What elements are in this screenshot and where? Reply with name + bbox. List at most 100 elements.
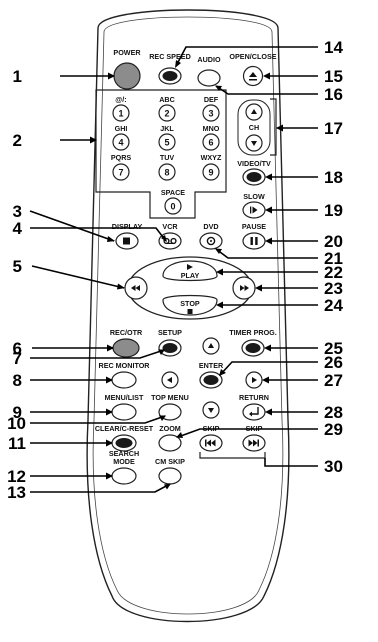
stop-label: STOP: [180, 299, 200, 308]
triangle-down-icon: [208, 408, 214, 413]
callout-12: 12: [7, 467, 26, 486]
space-label: SPACE: [161, 188, 185, 197]
play-button[interactable]: PLAY: [162, 260, 218, 282]
video-tv-label: VIDEO/TV: [237, 159, 271, 168]
key-4-digit: 4: [118, 138, 123, 148]
key-2-button[interactable]: 2: [158, 104, 176, 122]
callout-6: 6: [13, 339, 22, 358]
setup-button[interactable]: [158, 339, 182, 357]
key7-sublabel: PQRS: [111, 153, 132, 162]
disc-icon: [206, 236, 216, 246]
open-close-button[interactable]: [242, 65, 264, 87]
key1-sublabel: @/:: [115, 95, 126, 104]
cursor-down-button[interactable]: [202, 401, 220, 419]
triangle-up-icon: [208, 343, 214, 348]
display-button[interactable]: [115, 232, 139, 250]
cm-skip-label: CM SKIP: [155, 457, 185, 466]
video-tv-button[interactable]: [242, 168, 266, 186]
skip-bracket: [199, 452, 266, 459]
rec-speed-label: REC SPEED: [149, 52, 191, 61]
menu-list-button[interactable]: [111, 403, 137, 421]
fast-forward-icon: [240, 285, 249, 291]
callout-25: 25: [324, 339, 343, 358]
ch-up-button[interactable]: [245, 103, 263, 121]
callout-20: 20: [324, 232, 343, 251]
play-icon: [187, 264, 193, 270]
skip-back-icon: [205, 439, 216, 447]
key-9-button[interactable]: 9: [202, 163, 220, 181]
timer-prog-label: TIMER PROG.: [229, 328, 277, 337]
key4-sublabel: GHI: [115, 124, 128, 133]
callout-7: 7: [13, 349, 22, 368]
callout-4: 4: [13, 219, 23, 238]
play-label: PLAY: [181, 271, 200, 280]
key-1-button[interactable]: 1: [112, 104, 130, 122]
key-6-button[interactable]: 6: [202, 133, 220, 151]
callout-24: 24: [324, 296, 343, 315]
callout-17: 17: [324, 119, 343, 138]
callout-11: 11: [8, 434, 26, 453]
stop-button[interactable]: STOP: [162, 294, 218, 316]
key-0-button[interactable]: 0: [164, 197, 182, 215]
callout-22: 22: [324, 263, 343, 282]
power-button[interactable]: [113, 62, 141, 90]
dvd-button[interactable]: [199, 232, 223, 250]
rec-speed-button[interactable]: [158, 67, 182, 85]
key2-sublabel: ABC: [159, 95, 175, 104]
key8-sublabel: TUV: [160, 153, 175, 162]
skip-back-button[interactable]: [199, 434, 223, 452]
search-mode-label-1: SEARCH: [109, 449, 139, 458]
skip-forward-button[interactable]: [242, 434, 266, 452]
callout-8: 8: [13, 371, 22, 390]
eject-icon: [249, 72, 257, 81]
slow-button[interactable]: [242, 201, 266, 219]
clear-reset-button[interactable]: [111, 434, 137, 452]
right-arrowheads: [175, 60, 283, 438]
open-close-label: OPEN/CLOSE: [229, 52, 276, 61]
rec-otr-button[interactable]: [112, 338, 140, 358]
return-button[interactable]: [242, 403, 266, 421]
ch-down-button[interactable]: [245, 134, 263, 152]
timer-prog-button[interactable]: [241, 339, 265, 357]
left-leader-lines: [29, 75, 171, 493]
key-8-button[interactable]: 8: [158, 163, 176, 181]
key-9-digit: 9: [208, 168, 213, 178]
triangle-left-icon: [167, 377, 172, 383]
rec-otr-label: REC/OTR: [110, 328, 143, 337]
key-7-button[interactable]: 7: [112, 163, 130, 181]
callout-5: 5: [13, 257, 22, 276]
return-arrow-icon: [251, 407, 259, 415]
enter-button[interactable]: [199, 371, 223, 389]
callout-29: 29: [324, 420, 343, 439]
rewind-button[interactable]: [124, 276, 148, 300]
callout-21: 21: [324, 249, 343, 268]
key-3-button[interactable]: 3: [202, 104, 220, 122]
key-5-button[interactable]: 5: [158, 133, 176, 151]
callout-19: 19: [324, 201, 343, 220]
key-1-digit: 1: [118, 109, 123, 119]
callout-14: 14: [324, 38, 343, 57]
fast-forward-button[interactable]: [232, 276, 256, 300]
cursor-right-button[interactable]: [245, 371, 263, 389]
key-7-digit: 7: [118, 168, 123, 178]
audio-button[interactable]: [197, 69, 221, 87]
ch-box: [237, 99, 271, 156]
callout-30: 30: [324, 457, 343, 476]
clear-reset-label: CLEAR/C-RESET: [95, 424, 154, 433]
key-6-digit: 6: [208, 138, 213, 148]
pause-button[interactable]: [242, 232, 266, 250]
zoom-button[interactable]: [158, 434, 182, 452]
cm-skip-button[interactable]: [158, 467, 182, 485]
key-3-digit: 3: [208, 109, 213, 119]
cursor-left-button[interactable]: [161, 371, 179, 389]
key-4-button[interactable]: 4: [112, 133, 130, 151]
cursor-up-button[interactable]: [202, 337, 220, 355]
rewind-icon: [131, 285, 140, 291]
search-mode-button[interactable]: [111, 467, 137, 485]
callout-28: 28: [324, 403, 343, 422]
callout-23: 23: [324, 279, 343, 298]
rec-monitor-button[interactable]: [111, 371, 137, 389]
cassette-icon: [163, 237, 177, 245]
callout-13: 13: [7, 483, 26, 502]
key-2-digit: 2: [164, 109, 169, 119]
